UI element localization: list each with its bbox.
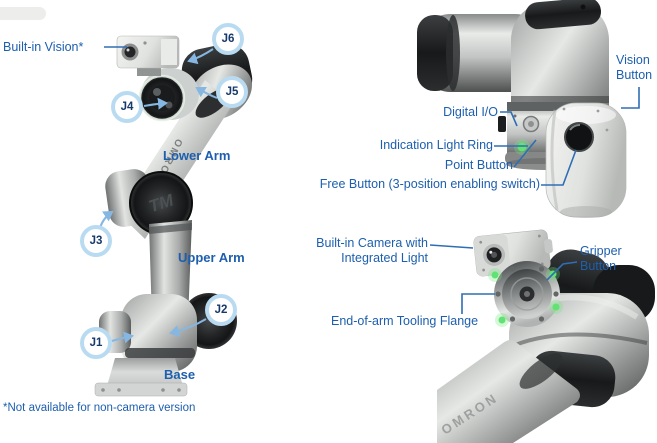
label-upper-arm: Upper Arm bbox=[178, 250, 245, 265]
free-button-tool bbox=[545, 102, 627, 218]
tooling-flange bbox=[488, 261, 563, 327]
label-free-button: Free Button (3-position enabling switch) bbox=[319, 177, 540, 191]
joint-badge-j2: J2 bbox=[205, 294, 237, 326]
elbow-joint: TM bbox=[105, 169, 193, 235]
cropped-graphic-artifact bbox=[0, 7, 46, 20]
label-built-in-vision: Built-in Vision* bbox=[3, 40, 84, 54]
footnote: *Not available for non-camera version bbox=[3, 402, 196, 414]
label-vision-button: Vision Button bbox=[616, 53, 653, 82]
diagonal-arm-link: OMRON bbox=[437, 340, 580, 443]
label-base: Base bbox=[164, 367, 196, 382]
label-point-button: Point Button bbox=[444, 158, 513, 172]
joint-badge-j3: J3 bbox=[80, 225, 112, 257]
end-effector-closeup-illustration: OMRON bbox=[437, 229, 655, 443]
label-indication-light-ring: Indication Light Ring bbox=[379, 138, 493, 152]
joint-badge-j4: J4 bbox=[111, 91, 143, 123]
base-assembly bbox=[94, 358, 188, 397]
label-lower-arm: Lower Arm bbox=[163, 148, 231, 163]
label-gripper-button: Gripper Button bbox=[580, 244, 622, 273]
label-built-in-camera: Built-in Camera with Integrated Light bbox=[316, 236, 428, 265]
label-digital-io: Digital I/O bbox=[443, 105, 498, 119]
joint-badge-j5: J5 bbox=[216, 76, 248, 108]
joint-badge-j1: J1 bbox=[80, 327, 112, 359]
camera-unit bbox=[473, 229, 553, 287]
robot-arm-illustration: OMRON TM bbox=[94, 35, 253, 397]
joint-badge-j6: J6 bbox=[212, 23, 244, 55]
label-end-of-arm-tooling-flange: End-of-arm Tooling Flange bbox=[331, 314, 479, 328]
free-button-black bbox=[565, 123, 593, 151]
